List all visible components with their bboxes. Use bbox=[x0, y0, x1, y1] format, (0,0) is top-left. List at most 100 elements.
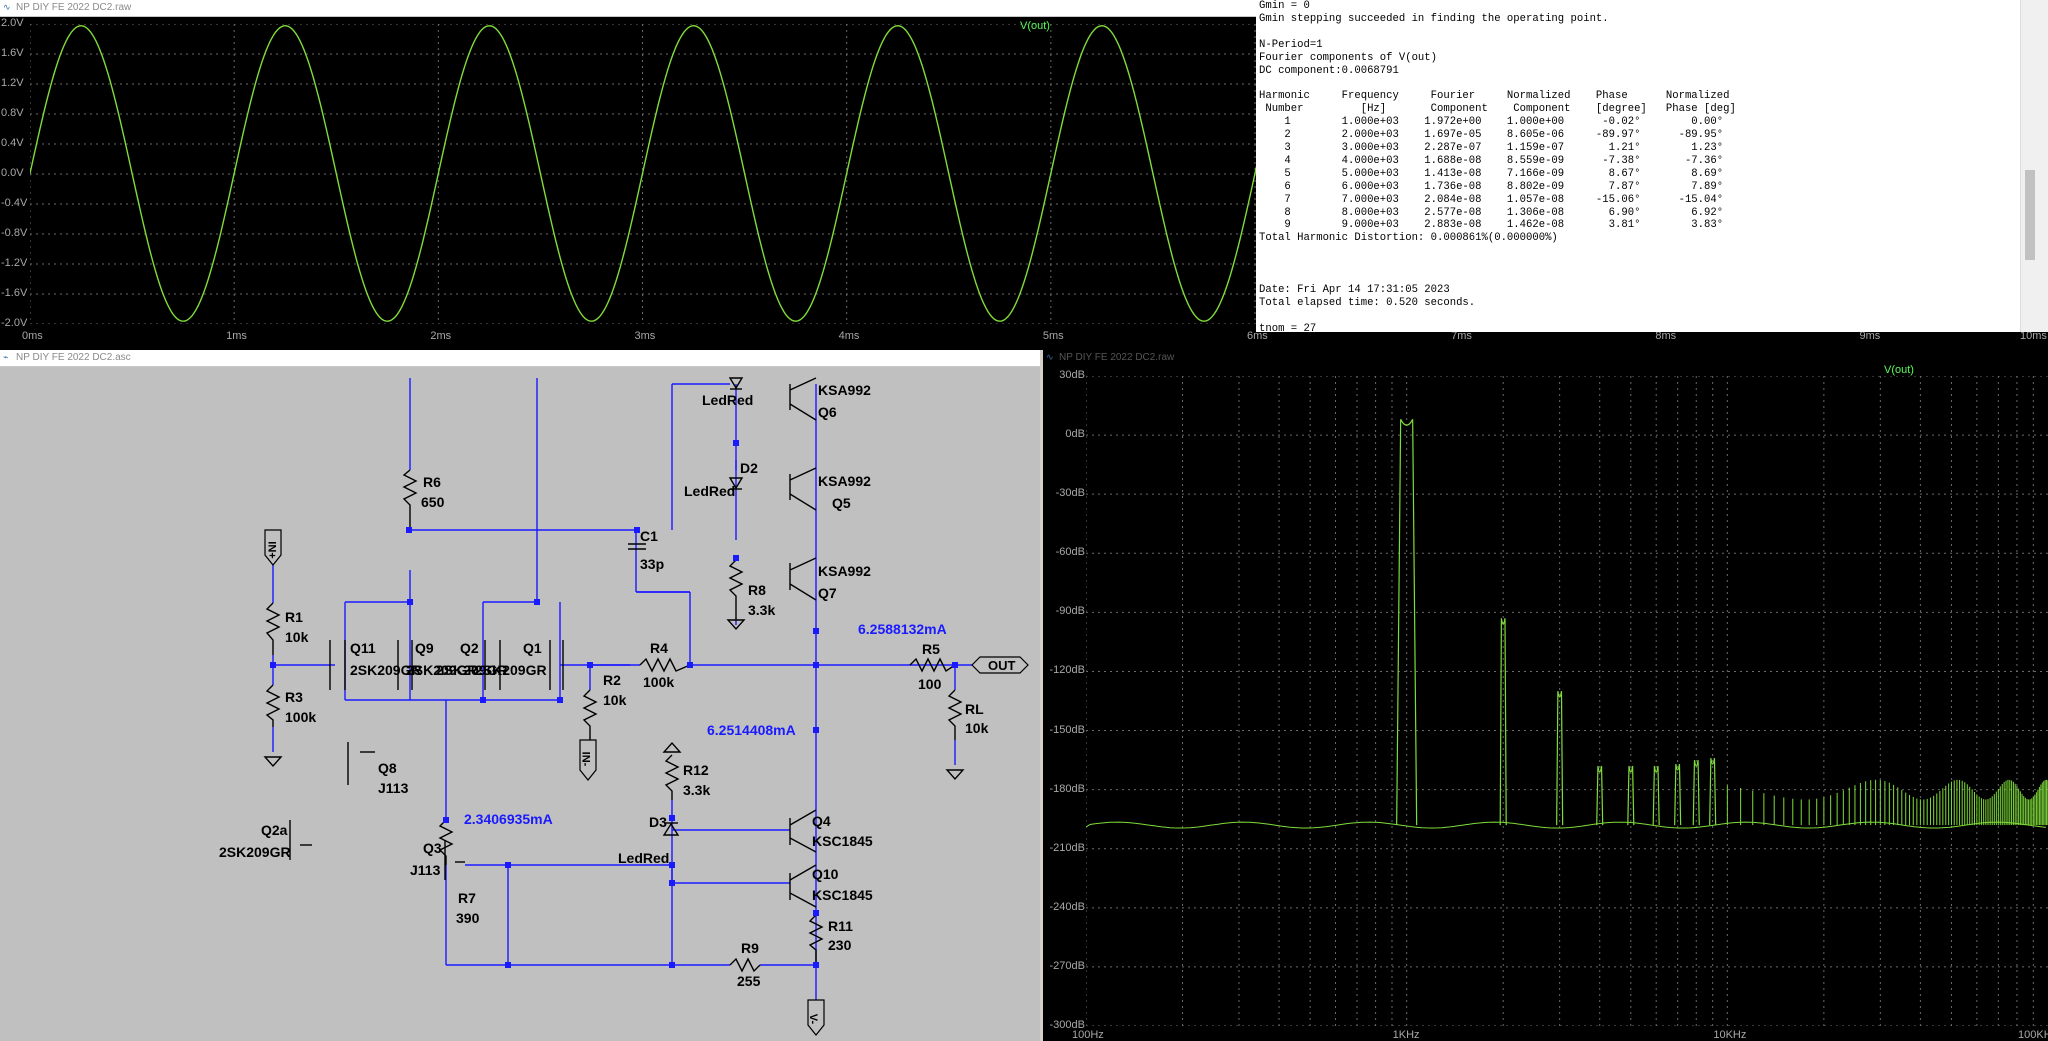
label-rl: RL bbox=[965, 701, 984, 717]
log-line: Number [Hz] Component Component [degree]… bbox=[1259, 103, 1736, 116]
schematic-title: NP DIY FE 2022 DC2.asc bbox=[16, 352, 131, 363]
waveform-x-tick: 7ms bbox=[1451, 330, 1472, 342]
schematic-leds bbox=[662, 377, 744, 836]
schematic-canvas[interactable] bbox=[0, 366, 1040, 1041]
waveform-title: NP DIY FE 2022 DC2.raw bbox=[16, 2, 132, 13]
label-q1-part: 2SK209GR bbox=[475, 662, 547, 678]
fft-y-tick: -300dB bbox=[1049, 1019, 1085, 1031]
log-line: 2 2.000e+03 1.697e-05 8.605e-06 -89.97° … bbox=[1259, 129, 1724, 142]
schematic-capacitor bbox=[628, 543, 646, 550]
log-line: 6 6.000e+03 1.736e-08 8.802e-09 7.87° 7.… bbox=[1259, 180, 1724, 193]
fft-title: NP DIY FE 2022 DC2.raw bbox=[1059, 352, 1175, 363]
waveform-x-tick: 4ms bbox=[838, 330, 860, 342]
log-line: 5 5.000e+03 1.413e-08 7.166e-09 8.67° 8.… bbox=[1259, 167, 1724, 180]
window-divider[interactable] bbox=[1040, 350, 1043, 1041]
label-r5: R5 bbox=[922, 641, 940, 657]
fft-harmonic-peak bbox=[1556, 691, 1564, 826]
log-line: 7 7.000e+03 2.084e-08 1.057e-08 -15.06° … bbox=[1259, 193, 1724, 206]
schematic-file-icon: ⌁ bbox=[3, 352, 9, 362]
label-r6-value: 650 bbox=[421, 494, 445, 510]
fft-trace-label[interactable]: V(out) bbox=[1884, 364, 1914, 376]
waveform-y-tick: -2.0V bbox=[1, 317, 28, 329]
log-line: Total elapsed time: 0.520 seconds. bbox=[1259, 296, 1476, 309]
label-q9: Q9 bbox=[415, 640, 434, 656]
fft-plot[interactable] bbox=[1086, 376, 2048, 1026]
waveform-x-tick: 0ms bbox=[22, 330, 43, 342]
label-rl-value: 10k bbox=[965, 720, 989, 736]
label-q4-ref: Q4 bbox=[812, 813, 831, 829]
schematic-resistors bbox=[265, 469, 963, 973]
label-q10-ref: Q10 bbox=[812, 866, 839, 882]
log-scrollbar[interactable] bbox=[2020, 0, 2048, 332]
label-r2-value: 10k bbox=[603, 692, 627, 708]
port-out-label[interactable]: OUT bbox=[988, 658, 1016, 673]
label-c1-value: 33p bbox=[640, 556, 665, 572]
current-annotation-q3: 2.3406935mA bbox=[464, 811, 553, 827]
label-d3: D3 bbox=[649, 814, 667, 830]
fft-x-tick: 1KHz bbox=[1392, 1029, 1420, 1041]
waveform-y-tick: -1.2V bbox=[1, 257, 28, 269]
fft-harmonic-peak bbox=[1396, 419, 1418, 826]
label-q6-ref: Q6 bbox=[818, 404, 837, 420]
schematic-window[interactable]: ⌁ NP DIY FE 2022 DC2.asc bbox=[0, 350, 1040, 1041]
waveform-x-tick: 5ms bbox=[1042, 330, 1064, 342]
waveform-y-tick: 1.6V bbox=[1, 47, 24, 59]
log-line: Fourier components of V(out) bbox=[1259, 51, 1438, 64]
label-q3-part: J113 bbox=[410, 862, 441, 878]
label-q10: KSC1845 bbox=[812, 887, 873, 903]
waveform-x-tick: 6ms bbox=[1247, 330, 1268, 342]
label-q2-part: 2SK209GR bbox=[436, 662, 508, 678]
schematic-titlebar[interactable]: ⌁ NP DIY FE 2022 DC2.asc bbox=[0, 350, 1040, 367]
schematic-transistors bbox=[289, 377, 817, 908]
log-line: Date: Fri Apr 14 17:31:05 2023 bbox=[1259, 283, 1450, 296]
port-in-minus-label[interactable]: IN- bbox=[579, 751, 592, 767]
fft-harmonic-peak bbox=[1692, 760, 1700, 826]
log-line: 8 8.000e+03 2.577e-08 1.306e-08 6.90° 6.… bbox=[1259, 206, 1724, 219]
log-line: Harmonic Frequency Fourier Normalized Ph… bbox=[1259, 90, 1730, 103]
port-in-plus-label[interactable]: IN+ bbox=[265, 541, 278, 559]
label-led1: LedRed bbox=[702, 392, 754, 408]
label-r3-value: 100k bbox=[285, 709, 317, 725]
fft-harmonic-peak bbox=[1709, 758, 1717, 826]
label-r3: R3 bbox=[285, 689, 303, 705]
waveform-y-tick: -0.4V bbox=[1, 197, 28, 209]
waveform-x-tick: 8ms bbox=[1655, 330, 1677, 342]
waveform-y-tick: -1.6V bbox=[1, 287, 28, 299]
waveform-y-tick: 1.2V bbox=[1, 77, 24, 89]
fft-noise-floor bbox=[1086, 821, 2047, 829]
label-d2: D2 bbox=[740, 460, 758, 476]
fft-y-tick: -60dB bbox=[1055, 546, 1085, 559]
log-line: tnom = 27 bbox=[1259, 322, 1317, 332]
fft-x-tick: 100Hz bbox=[1072, 1029, 1104, 1041]
label-r4-value: 100k bbox=[643, 674, 675, 690]
label-r9: R9 bbox=[741, 940, 759, 956]
fft-y-tick: -210dB bbox=[1049, 841, 1085, 854]
label-r7: R7 bbox=[458, 890, 476, 906]
label-r9-value: 255 bbox=[737, 973, 761, 989]
port-vneg-label[interactable]: V- bbox=[807, 1013, 820, 1025]
label-r7-value: 390 bbox=[456, 910, 480, 926]
log-line: N-Period=1 bbox=[1259, 38, 1323, 51]
fft-harmonic-peak bbox=[1596, 765, 1604, 826]
label-q4: KSC1845 bbox=[812, 833, 873, 849]
label-r11-value: 230 bbox=[828, 937, 852, 953]
label-r1: R1 bbox=[285, 609, 303, 625]
fft-titlebar[interactable]: ∿ NP DIY FE 2022 DC2.raw bbox=[1043, 350, 2048, 366]
current-annotation-q4: 6.2514408mA bbox=[707, 722, 796, 738]
log-scrollbar-thumb[interactable] bbox=[2025, 170, 2035, 260]
fft-file-icon: ∿ bbox=[1046, 352, 1054, 362]
fft-y-tick: -30dB bbox=[1055, 487, 1085, 500]
label-q1: Q1 bbox=[523, 640, 542, 656]
schematic-grounds bbox=[263, 619, 965, 781]
fft-y-tick: 0dB bbox=[1065, 428, 1085, 441]
label-r1-value: 10k bbox=[285, 629, 309, 645]
waveform-y-tick: -0.8V bbox=[1, 227, 28, 239]
waveform-trace-label[interactable]: V(out) bbox=[1020, 20, 1050, 32]
fft-y-tick: -120dB bbox=[1049, 664, 1085, 677]
fft-y-tick: -240dB bbox=[1049, 900, 1085, 913]
waveform-file-icon: ∿ bbox=[3, 2, 11, 12]
spice-log-window[interactable]: Gmin = 0 Gmin stepping succeeded in find… bbox=[1256, 0, 2032, 332]
label-r8: R8 bbox=[748, 582, 766, 598]
fft-y-tick: -180dB bbox=[1049, 782, 1085, 795]
